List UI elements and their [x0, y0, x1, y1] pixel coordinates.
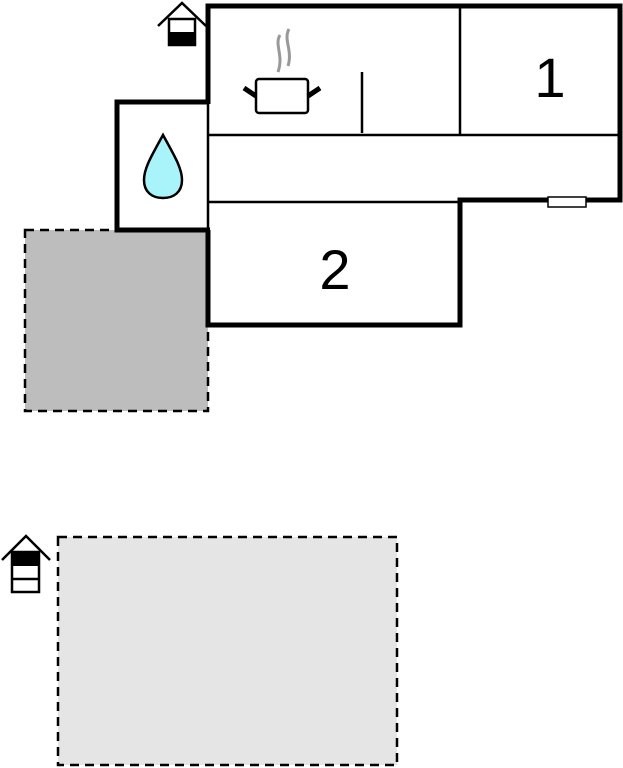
house-icon-upper — [157, 1, 207, 47]
room-2-label: 2 — [319, 238, 350, 301]
terrace-light — [56, 535, 399, 767]
interior-walls — [206, 6, 620, 230]
water-drop-icon — [142, 132, 184, 200]
kitchen-pot-icon — [242, 28, 322, 115]
exterior-walls — [114, 3, 623, 328]
terrace-dark — [23, 228, 210, 413]
room-1-label: 1 — [534, 46, 565, 109]
house-icon-lower — [1, 534, 51, 594]
window-icon — [547, 196, 587, 208]
